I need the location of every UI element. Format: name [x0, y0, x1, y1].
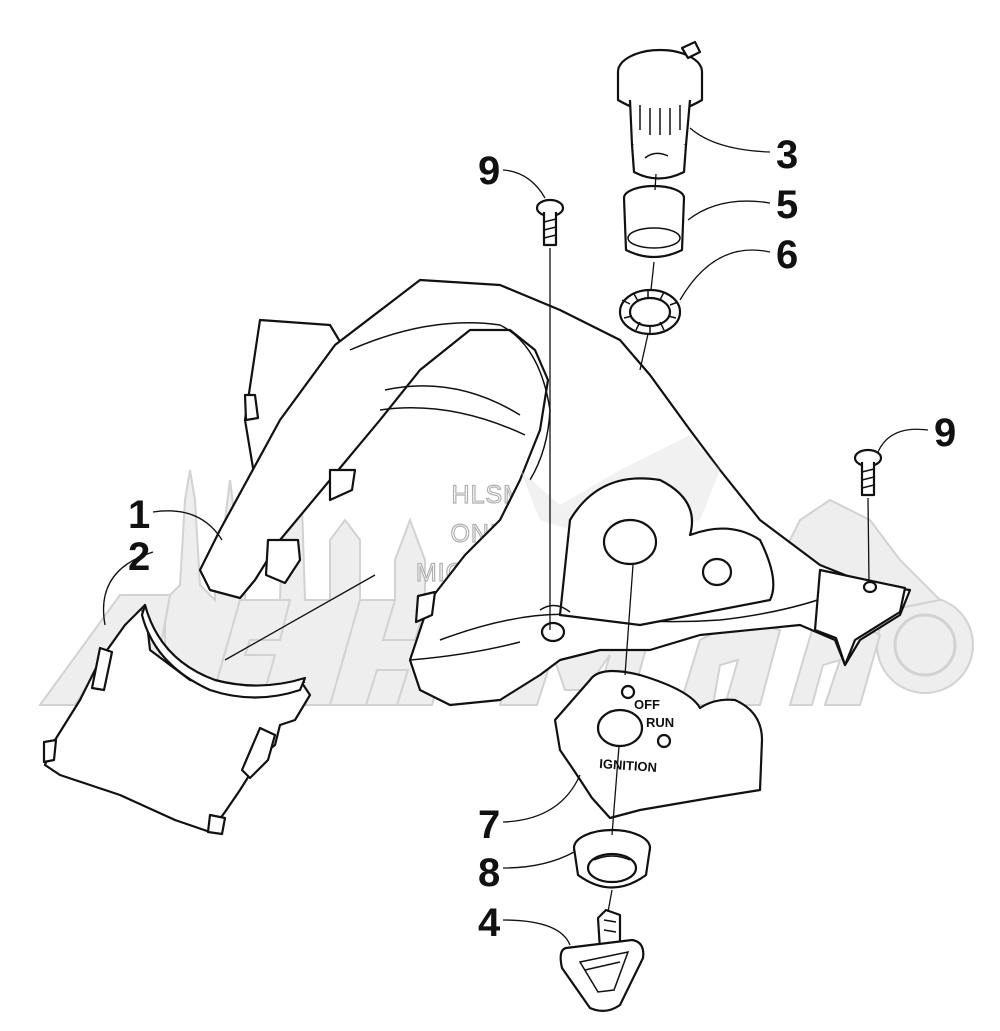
callout-9-right: 9 [934, 411, 956, 455]
callout-6: 6 [776, 233, 798, 277]
part-1-handlebar-housing [198, 278, 912, 707]
part-9-screw-top [535, 198, 565, 247]
part-9-screw-right [853, 448, 883, 497]
part-8-nut [572, 828, 652, 889]
callout-1: 1 [128, 493, 150, 537]
callout-2: 2 [128, 535, 150, 579]
part-6-lock-washer [618, 288, 682, 336]
part-3-ignition-switch [616, 40, 704, 180]
part-2-lower-cover [42, 603, 312, 836]
callout-4: 4 [478, 901, 501, 945]
callout-numbers: 1 2 3 4 5 6 7 8 9 9 [128, 133, 956, 945]
off-indicator-dot [620, 684, 636, 700]
plate-label-off: OFF [634, 697, 660, 712]
indicator-hole [701, 557, 733, 587]
callout-5: 5 [776, 183, 798, 227]
screw-hole-left [540, 621, 566, 643]
plate-label-run: RUN [646, 715, 674, 730]
callout-8: 8 [478, 851, 500, 895]
callout-7: 7 [478, 803, 500, 847]
callout-3: 3 [776, 133, 798, 177]
plate-label-ignition: IGNITION [599, 756, 658, 775]
screw-hole-right [862, 580, 878, 594]
callout-9-top: 9 [478, 149, 500, 193]
part-5-bushing [622, 184, 686, 259]
part-4-key [559, 908, 645, 1012]
run-indicator-dot [656, 733, 672, 749]
ignition-hole [602, 518, 658, 566]
assembly-lines [102, 127, 929, 946]
part-7-ignition-plate: OFF RUN IGNITION [553, 669, 764, 820]
